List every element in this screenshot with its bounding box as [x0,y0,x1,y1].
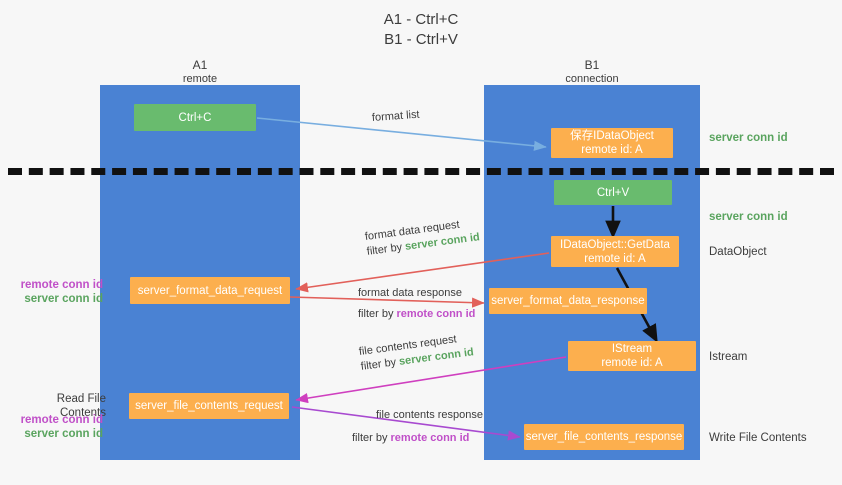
edge-label-format-data-response-filter: filter by remote conn id [358,307,475,322]
node-istream-line1: IStream [611,343,653,355]
label-remote-conn-id-format: remote conn id [20,279,103,291]
arrow-file-contents-request [295,356,567,404]
label-read-file-contents: Read File Contents [56,393,106,419]
node-save-idataobject-line1: 保存IDataObject [570,130,654,142]
node-server-format-data-response[interactable]: server_format_data_response [489,288,647,314]
node-ctrl-v-label: Ctrl+V [596,186,630,199]
node-istream[interactable]: IStream remote id: A [568,341,696,371]
title-line-1: A1 - Ctrl+C [383,11,459,28]
label-conn-ids-file: remote conn id server conn id [8,413,103,441]
edge-label-file-contents-response-main: file contents response [376,409,484,421]
edge-label-format-data-response-main: format data response [358,287,462,299]
node-server-format-data-response-label: server_format_data_response [491,295,645,307]
label-write-file-contents: Write File Contents [709,432,807,444]
edge-label-file-contents-response-filter: filter by remote conn id [352,431,483,446]
filter-key-remote-conn-id: remote conn id [396,308,476,320]
label-istream: Istream [709,351,748,363]
node-getdata-text: IDataObject::GetData remote id: A [560,238,670,266]
column-header-a1: A1 remote [120,58,280,86]
node-save-idataobject-line2: remote id: A [581,144,643,156]
arrow-format-list [256,117,547,151]
label-remote-conn-id-file: remote conn id [20,414,103,426]
node-ctrl-c[interactable]: Ctrl+C [134,104,256,131]
filter-prefix: filter by [366,240,406,258]
page-title: A1 - Ctrl+C B1 - Ctrl+V [0,10,842,50]
label-server-conn-id-file: server conn id [24,428,103,440]
node-idataobject-getdata[interactable]: IDataObject::GetData remote id: A [551,236,679,267]
node-save-idataobject[interactable]: 保存IDataObject remote id: A [551,128,673,158]
node-ctrl-v[interactable]: Ctrl+V [554,180,672,205]
edge-label-file-contents-response: file contents response filter by remote … [352,408,483,446]
node-server-file-contents-request[interactable]: server_file_contents_request [129,393,289,419]
label-dataobject: DataObject [709,246,767,258]
edge-label-format-data-response: format data response filter by remote co… [358,286,475,322]
node-server-format-data-request[interactable]: server_format_data_request [130,277,290,304]
node-server-file-contents-request-label: server_file_contents_request [135,400,283,412]
node-server-file-contents-response[interactable]: server_file_contents_response [524,424,684,450]
arrow-format-data-response [289,296,485,308]
column-header-a1-sub: remote [182,73,218,85]
node-ctrl-c-label: Ctrl+C [178,111,212,124]
column-header-b1-name: B1 [584,58,600,72]
node-getdata-line1: IDataObject::GetData [560,238,670,251]
column-header-b1: B1 connection [512,58,672,86]
arrow-format-data-request [295,252,550,293]
node-istream-text: IStream remote id: A [601,342,662,370]
node-istream-line2: remote id: A [601,357,663,369]
node-server-format-data-request-label: server_format_data_request [137,284,283,297]
column-header-b1-sub: connection [565,73,619,85]
filter-prefix: filter by [352,432,391,444]
label-server-conn-id-mid: server conn id [709,211,788,223]
node-save-idataobject-text: 保存IDataObject remote id: A [570,129,654,157]
column-header-a1-name: A1 [192,58,208,72]
label-server-conn-id-top: server conn id [709,132,788,144]
arrow-file-contents-response [291,406,521,441]
node-getdata-line2: remote id: A [584,252,646,265]
filter-key-remote-conn-id: remote conn id [390,432,470,444]
phase-divider [8,168,834,175]
title-line-2: B1 - Ctrl+V [384,31,458,48]
filter-prefix: filter by [358,308,397,320]
filter-prefix: filter by [360,355,400,373]
node-server-file-contents-response-label: server_file_contents_response [525,431,683,443]
label-conn-ids-format: remote conn id server conn id [8,278,103,306]
label-server-conn-id-format: server conn id [24,293,103,305]
